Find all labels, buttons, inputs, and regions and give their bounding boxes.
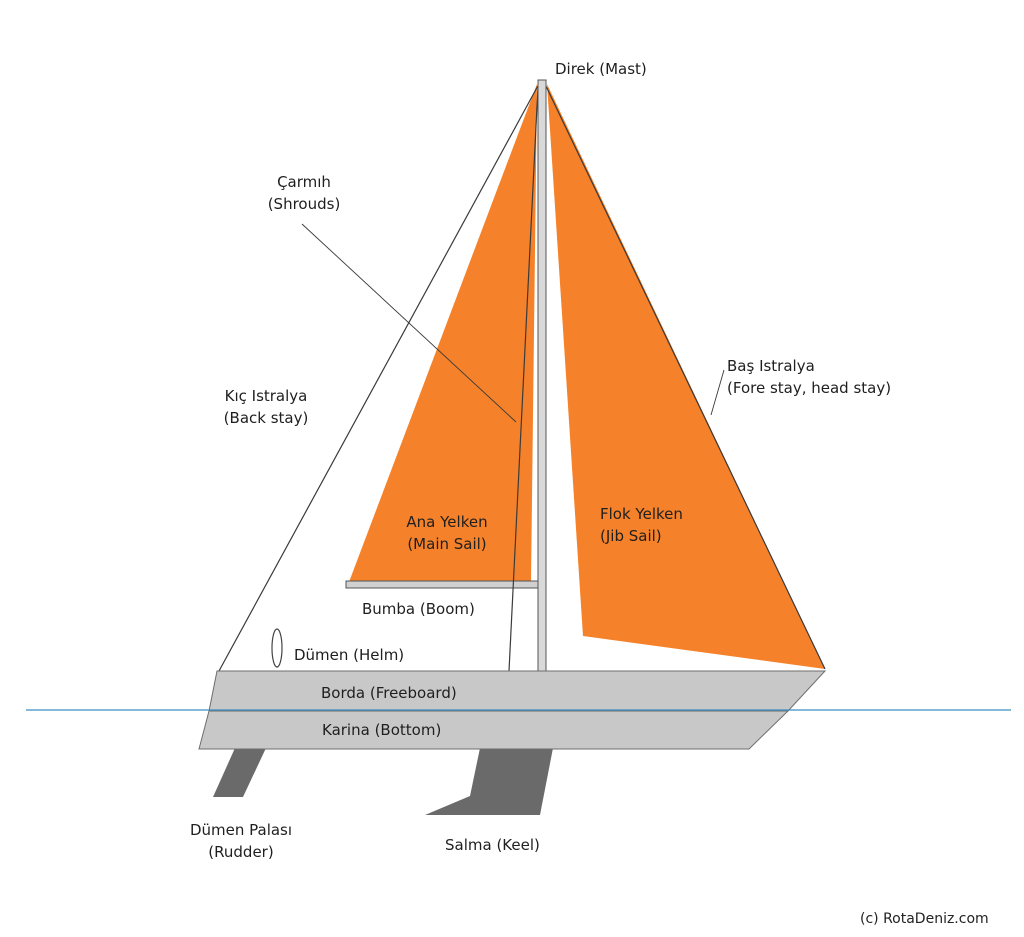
shroud	[508, 85, 539, 672]
forestay-pointer	[710, 369, 725, 416]
mast	[537, 79, 547, 673]
boom	[345, 580, 539, 589]
freeboard-label: Borda (Freeboard)	[321, 684, 457, 702]
main-sail-label: Ana Yelken (Main Sail)	[406, 513, 488, 553]
jib-sail-label: Flok Yelken (Jib Sail)	[600, 505, 683, 545]
back-stay-label: Kıç Istralya (Back stay)	[223, 387, 309, 427]
rudder	[213, 748, 266, 797]
keel-label: Salma (Keel)	[445, 836, 540, 854]
fore-stay-label: Baş Istralya (Fore stay, head stay)	[727, 357, 892, 397]
back-stay	[218, 81, 541, 672]
helm	[271, 628, 283, 668]
bottom-label: Karina (Bottom)	[322, 721, 442, 739]
rudder-label: Dümen Palası (Rudder)	[189, 821, 293, 861]
keel	[425, 748, 553, 815]
shrouds-pointer	[301, 223, 517, 423]
shrouds-label: Çarmıh (Shrouds)	[267, 173, 341, 213]
helm-label: Dümen (Helm)	[294, 646, 405, 664]
fore-stay	[543, 81, 826, 670]
hull-freeboard	[208, 670, 827, 712]
mast-label: Direk (Mast)	[555, 60, 647, 78]
hull-bottom	[198, 710, 790, 750]
copyright-text: (c) RotaDeniz.com	[860, 911, 989, 927]
main-sail	[349, 84, 537, 582]
boom-label: Bumba (Boom)	[362, 600, 475, 618]
